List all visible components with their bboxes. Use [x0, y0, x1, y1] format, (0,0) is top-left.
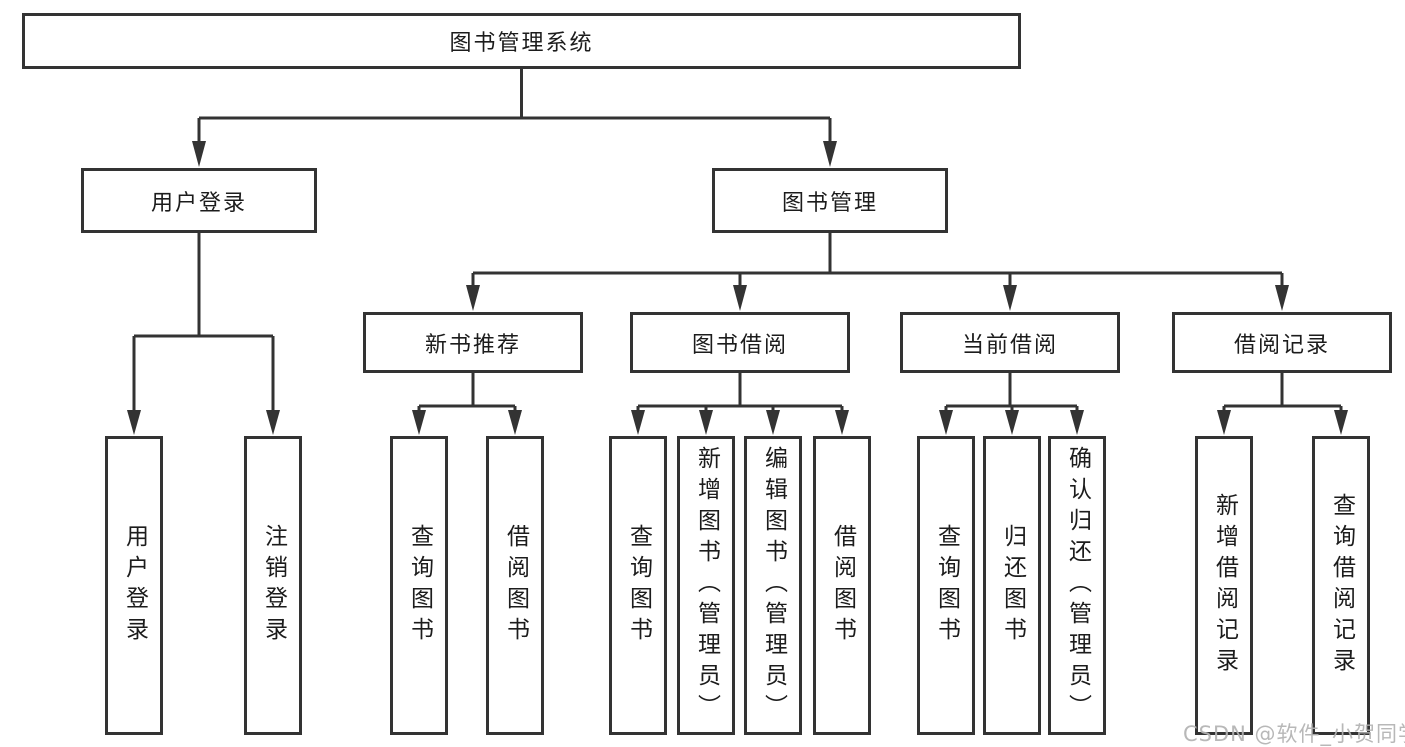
leaf-label: 用户登录 — [121, 523, 148, 648]
leaf-label: 新增借阅记录 — [1211, 492, 1238, 679]
leaf-label: 确认归还（管理员） — [1064, 446, 1091, 725]
leaf-label: 查询图书 — [933, 523, 960, 648]
leaf-label: 查询图书 — [406, 523, 433, 648]
leaf-label: 注销登录 — [260, 523, 287, 648]
arrowhead-icons — [127, 141, 1348, 435]
leaf-records-add-record: 新增借阅记录 — [1195, 436, 1253, 735]
node-current-borrow: 当前借阅 — [900, 312, 1120, 373]
leaf-records-query-record: 查询借阅记录 — [1312, 436, 1370, 735]
node-new-book-recommend: 新书推荐 — [363, 312, 583, 373]
leaf-label: 编辑图书（管理员） — [760, 446, 787, 725]
leaf-current-query-books: 查询图书 — [917, 436, 975, 735]
leaf-label: 借阅图书 — [502, 523, 529, 648]
node-book-management: 图书管理 — [712, 168, 948, 233]
leaf-borrow-query-books: 查询图书 — [609, 436, 667, 735]
leaf-recommend-query-books: 查询图书 — [390, 436, 448, 735]
node-root-system: 图书管理系统 — [22, 13, 1021, 69]
leaf-borrow-edit-books-admin: 编辑图书（管理员） — [744, 436, 802, 735]
leaf-label: 归还图书 — [999, 523, 1026, 648]
leaf-recommend-borrow-books: 借阅图书 — [486, 436, 544, 735]
leaf-borrow-borrow-books: 借阅图书 — [813, 436, 871, 735]
leaf-borrow-add-books-admin: 新增图书（管理员） — [677, 436, 735, 735]
leaf-current-confirm-return-admin: 确认归还（管理员） — [1048, 436, 1106, 735]
node-borrow-records: 借阅记录 — [1172, 312, 1392, 373]
node-user-login: 用户登录 — [81, 168, 317, 233]
node-book-borrow: 图书借阅 — [630, 312, 850, 373]
leaf-logout: 注销登录 — [244, 436, 302, 735]
leaf-user-login: 用户登录 — [105, 436, 163, 735]
leaf-current-return-books: 归还图书 — [983, 436, 1041, 735]
leaf-label: 借阅图书 — [829, 523, 856, 648]
leaf-label: 查询图书 — [625, 523, 652, 648]
leaf-label: 查询借阅记录 — [1328, 492, 1355, 679]
csdn-watermark: CSDN @软件_小贺同学 — [1183, 722, 1405, 746]
leaf-label: 新增图书（管理员） — [693, 446, 720, 725]
